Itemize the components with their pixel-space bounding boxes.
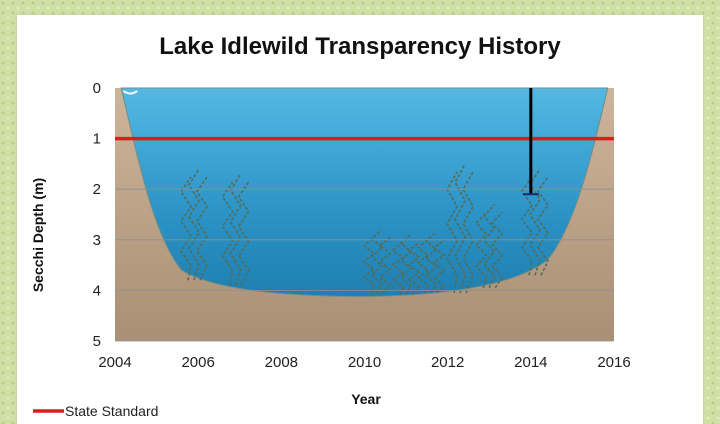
plant-stem [454,163,467,294]
plant-stem [391,242,405,295]
x-tick-label: 2004 [98,354,131,371]
y-axis-ticks: 0 1 2 3 4 5 [93,80,101,350]
plant-clump [362,229,392,294]
plant-stem [399,234,413,295]
plant-stem [416,239,430,294]
plant-stem [529,168,541,276]
water-surface-waves [122,90,138,95]
plant-clump [391,234,421,295]
plant-clump [446,163,475,294]
plant-stem [483,203,496,289]
plot-area [115,87,614,342]
chart-title: Lake Idlewild Transparency History [159,33,561,60]
plant-stem [188,168,200,281]
series-layer [115,88,614,196]
plant-clump [180,168,208,281]
plant-clump [416,231,446,294]
y-tick-label: 3 [93,232,101,249]
y-axis-title: Secchi Depth (m) [30,178,46,292]
plant-stem [196,176,208,281]
plant-stem [370,229,384,294]
plant-stem [378,237,392,294]
x-tick-label: 2006 [181,354,214,371]
plant-stem [229,173,242,286]
legend-label-state-standard: State Standard [65,403,158,419]
plant-stem [462,171,475,294]
x-axis-ticks: 2004 2006 2008 2010 2012 2014 2016 [98,354,630,371]
x-tick-label: 2016 [597,354,630,371]
x-tick-label: 2010 [348,354,381,371]
plant-stem [362,237,376,294]
y-tick-label: 1 [93,131,101,148]
plant-stem [237,181,250,286]
plant-stem [475,211,488,289]
legend: State Standard [33,403,158,419]
plant-stem [180,176,192,281]
plant-clump [475,203,504,289]
plant-stem [432,239,446,294]
x-axis-title: Year [351,391,381,407]
plant-stem [446,171,459,294]
plant-stem [424,231,438,294]
x-tick-label: 2014 [514,354,547,371]
x-tick-label: 2008 [265,354,298,371]
aquatic-plants [180,163,549,295]
y-tick-label: 0 [93,80,101,97]
x-tick-label: 2012 [431,354,464,371]
y-tick-label: 2 [93,181,101,198]
chart-panel: Lake Idlewild Transparency History 0 1 2 3 4… [17,15,703,424]
plant-clump [221,173,250,286]
plant-stem [221,181,234,286]
chart-svg: Lake Idlewild Transparency History 0 1 2 3 4… [30,33,631,419]
y-tick-label: 4 [93,282,101,299]
y-tick-label: 5 [93,333,101,350]
plant-stem [407,242,421,295]
plant-stem [491,211,504,289]
